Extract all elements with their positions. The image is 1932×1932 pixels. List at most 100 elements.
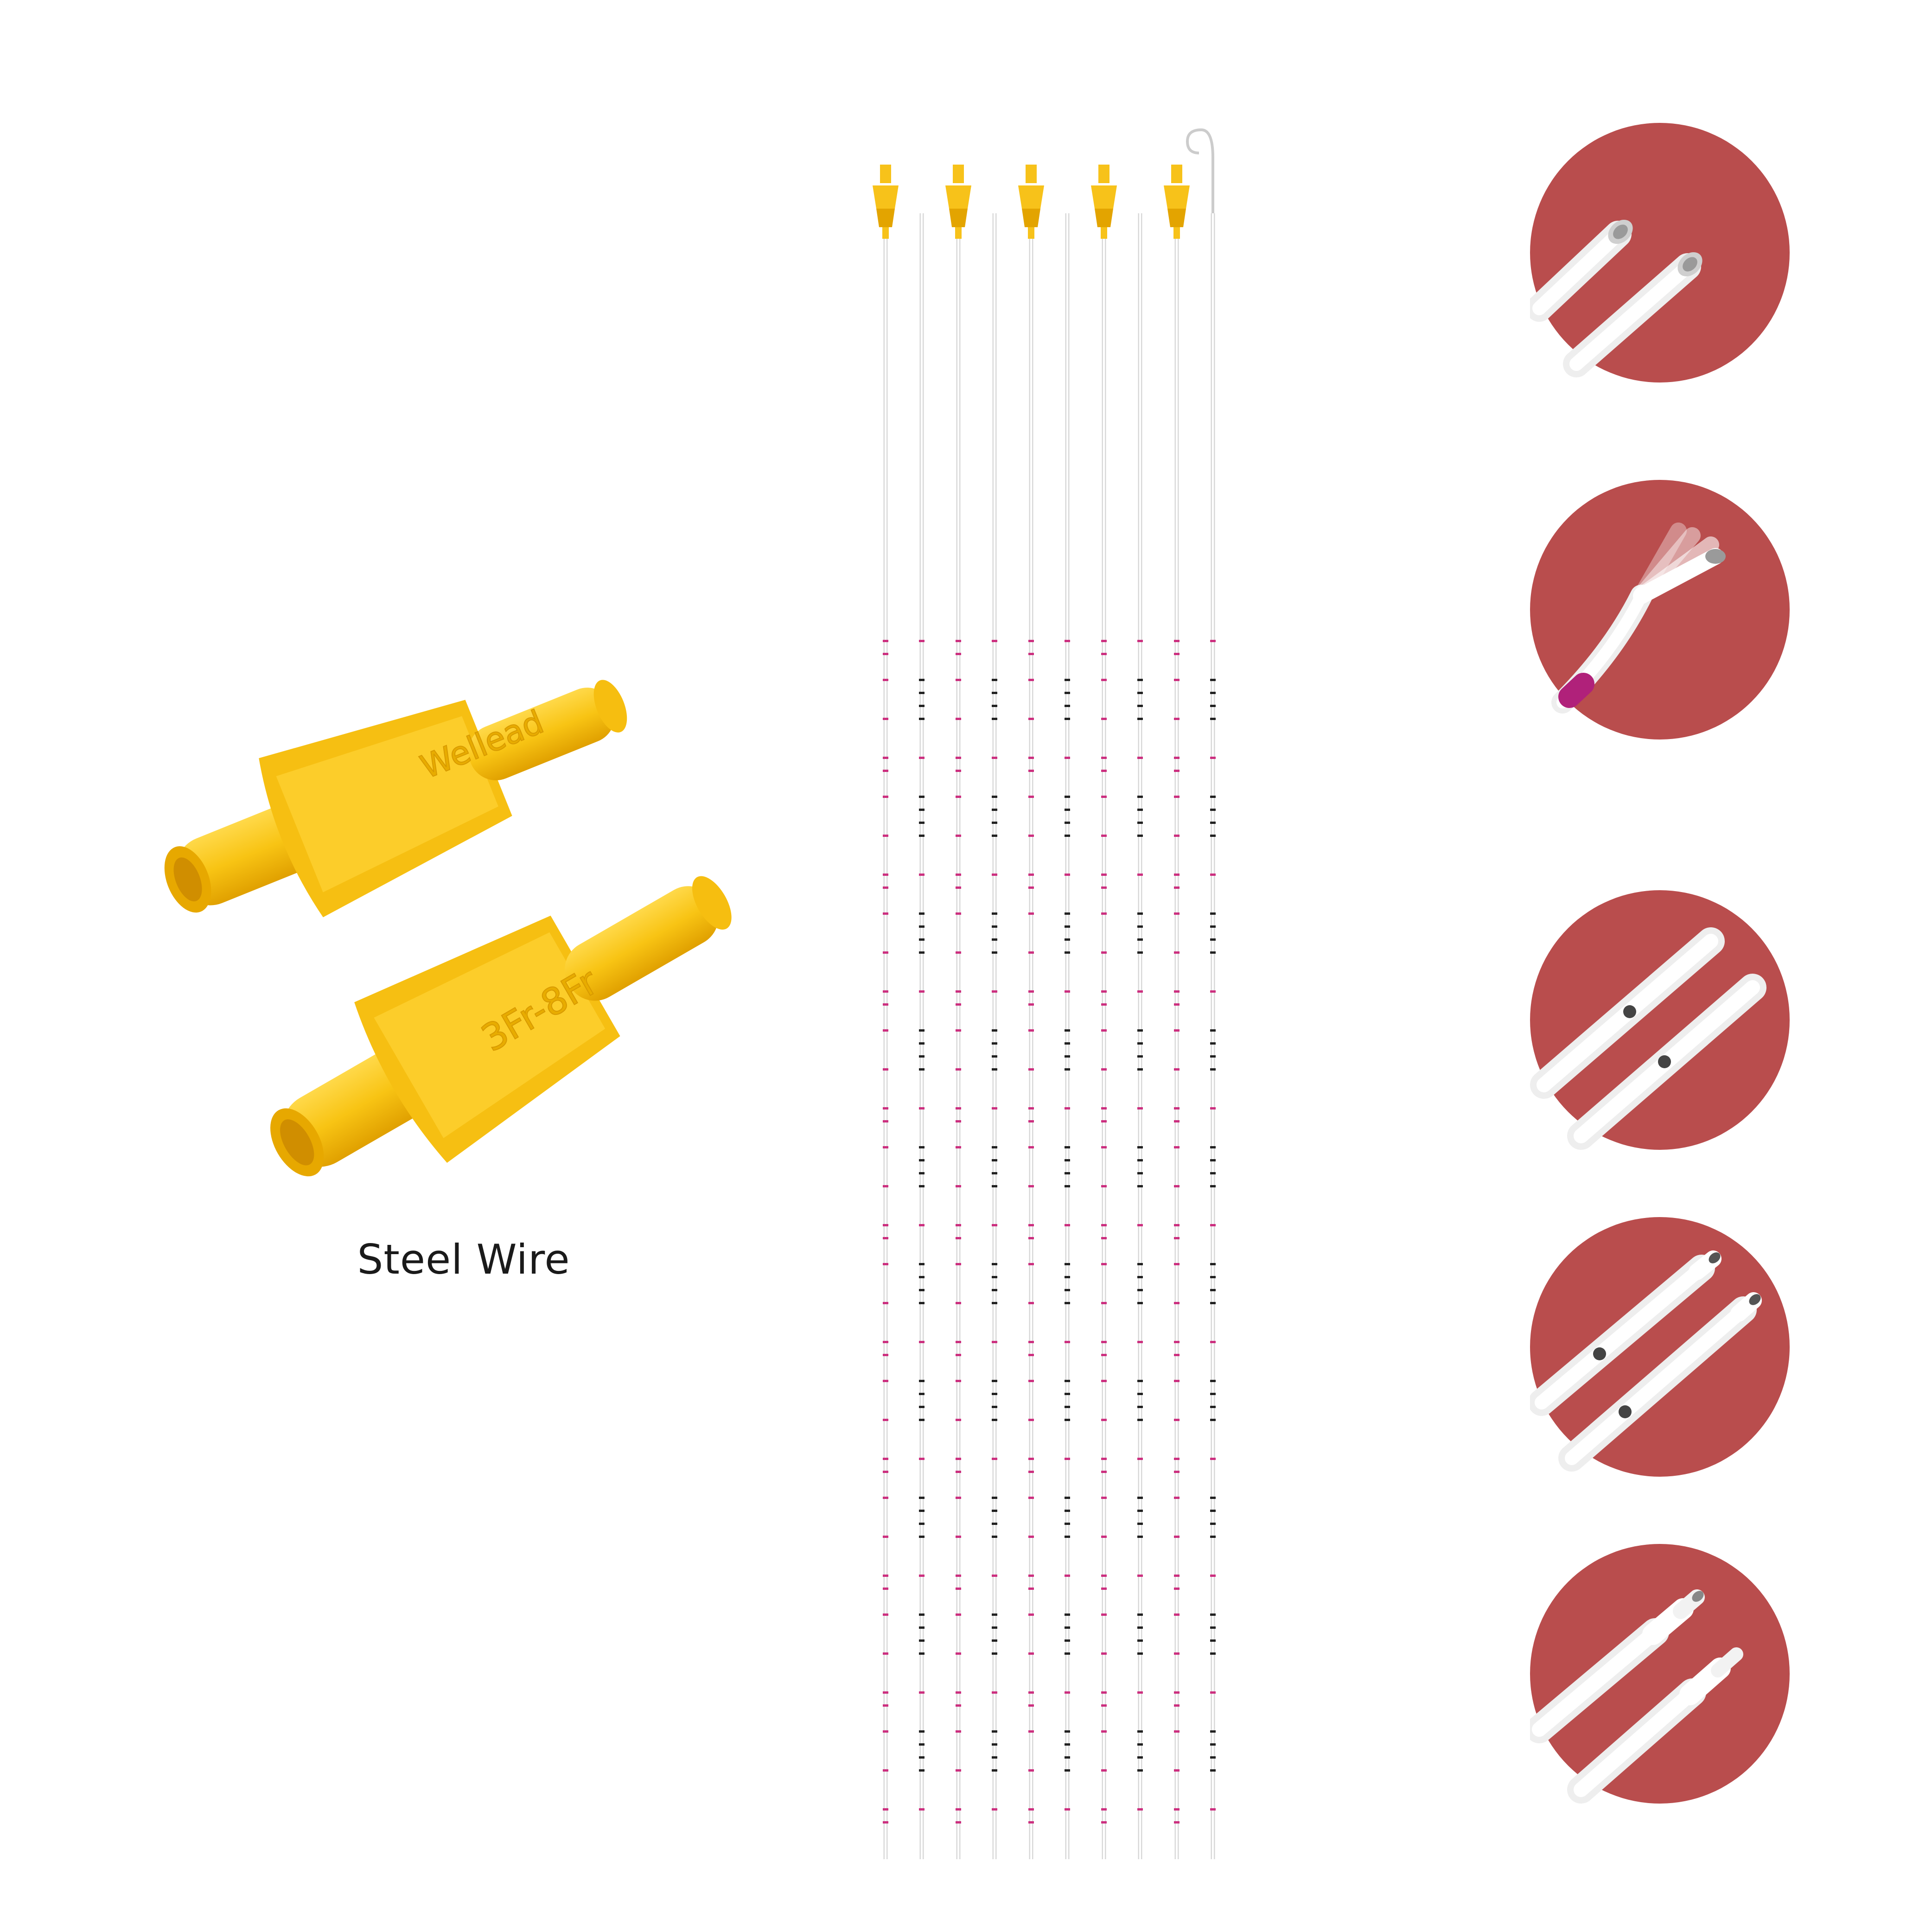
depth-mark [919, 1289, 925, 1291]
depth-mark [919, 1730, 925, 1733]
depth-mark [1101, 640, 1107, 642]
depth-mark [1065, 809, 1070, 811]
depth-mark [992, 990, 997, 993]
depth-mark [1028, 1120, 1034, 1122]
depth-mark [1210, 1068, 1216, 1071]
depth-mark [992, 1575, 997, 1577]
depth-mark [956, 1691, 961, 1694]
depth-mark [956, 757, 961, 759]
depth-mark [1065, 1691, 1070, 1694]
depth-mark [1101, 1380, 1107, 1382]
depth-mark [1210, 1185, 1216, 1187]
depth-mark [1174, 796, 1180, 798]
depth-mark [1137, 1146, 1143, 1148]
depth-mark [1028, 1652, 1034, 1655]
depth-mark [1174, 1497, 1180, 1499]
depth-mark [1210, 1029, 1216, 1032]
depth-mark [992, 692, 997, 694]
depth-mark [883, 1146, 888, 1148]
depth-mark [992, 679, 997, 681]
depth-mark [956, 1821, 961, 1824]
depth-mark [1137, 1289, 1143, 1291]
depth-mark [992, 912, 997, 915]
depth-mark [919, 1691, 925, 1694]
depth-mark [992, 1224, 997, 1226]
depth-mark [1210, 1406, 1216, 1408]
depth-mark [883, 1652, 888, 1655]
depth-mark [1174, 1575, 1180, 1577]
depth-mark [956, 1652, 961, 1655]
depth-mark [992, 1159, 997, 1161]
depth-mark [956, 718, 961, 720]
depth-mark [956, 1354, 961, 1356]
depth-mark [1210, 1575, 1216, 1577]
depth-mark [1101, 1237, 1107, 1239]
depth-mark [1065, 1224, 1070, 1226]
depth-mark [992, 1639, 997, 1642]
depth-mark [1028, 1237, 1034, 1239]
depth-mark [1028, 1185, 1034, 1187]
depth-mark [956, 1704, 961, 1707]
depth-mark [1174, 1536, 1180, 1538]
depth-mark [992, 938, 997, 941]
depth-mark [883, 1380, 888, 1382]
depth-mark [1065, 1055, 1070, 1058]
depth-mark [992, 796, 997, 798]
depth-mark [1210, 705, 1216, 707]
depth-mark [883, 1224, 888, 1226]
depth-mark [919, 757, 925, 759]
depth-mark [1065, 1263, 1070, 1265]
depth-mark [1137, 1341, 1143, 1343]
flared-tip-icon [1530, 480, 1790, 740]
depth-mark [1101, 1003, 1107, 1006]
depth-mark [1101, 1029, 1107, 1032]
depth-mark [1065, 1406, 1070, 1408]
depth-mark [1101, 990, 1107, 993]
depth-mark [919, 1393, 925, 1395]
depth-mark [1137, 1652, 1143, 1655]
depth-mark [1210, 951, 1216, 954]
depth-mark [1137, 1536, 1143, 1538]
depth-mark [1028, 679, 1034, 681]
depth-mark [992, 874, 997, 876]
depth-mark [919, 1510, 925, 1512]
catheter-with-hub [873, 165, 899, 1859]
depth-mark [992, 1406, 997, 1408]
depth-mark [1137, 1769, 1143, 1772]
depth-mark [883, 1120, 888, 1122]
depth-mark [1065, 1497, 1070, 1499]
depth-mark [1137, 1691, 1143, 1694]
depth-mark [1065, 1743, 1070, 1746]
depth-mark [1137, 925, 1143, 928]
depth-mark [956, 1302, 961, 1304]
luer-hub [873, 165, 899, 239]
depth-mark [956, 1575, 961, 1577]
depth-mark [883, 796, 888, 798]
depth-mark [1137, 692, 1143, 694]
depth-mark [1137, 718, 1143, 720]
depth-mark [1101, 770, 1107, 772]
depth-mark [1028, 1536, 1034, 1538]
depth-mark [919, 1497, 925, 1499]
depth-mark [883, 1691, 888, 1694]
depth-mark [919, 1276, 925, 1278]
depth-mark [1101, 653, 1107, 655]
depth-mark [1137, 1756, 1143, 1759]
depth-mark [992, 1691, 997, 1694]
depth-mark [1028, 1224, 1034, 1226]
depth-mark [1065, 1510, 1070, 1512]
depth-mark [1065, 912, 1070, 915]
depth-mark [1065, 1613, 1070, 1616]
depth-mark [1028, 835, 1034, 837]
depth-mark [1028, 1730, 1034, 1733]
depth-mark [992, 1146, 997, 1148]
depth-mark [956, 1263, 961, 1265]
depth-mark [956, 679, 961, 681]
depth-mark [919, 1159, 925, 1161]
depth-mark [1137, 835, 1143, 837]
depth-mark [1101, 1224, 1107, 1226]
depth-mark [919, 1652, 925, 1655]
depth-mark [992, 1341, 997, 1343]
depth-mark [919, 912, 925, 915]
depth-mark [1210, 1523, 1216, 1525]
